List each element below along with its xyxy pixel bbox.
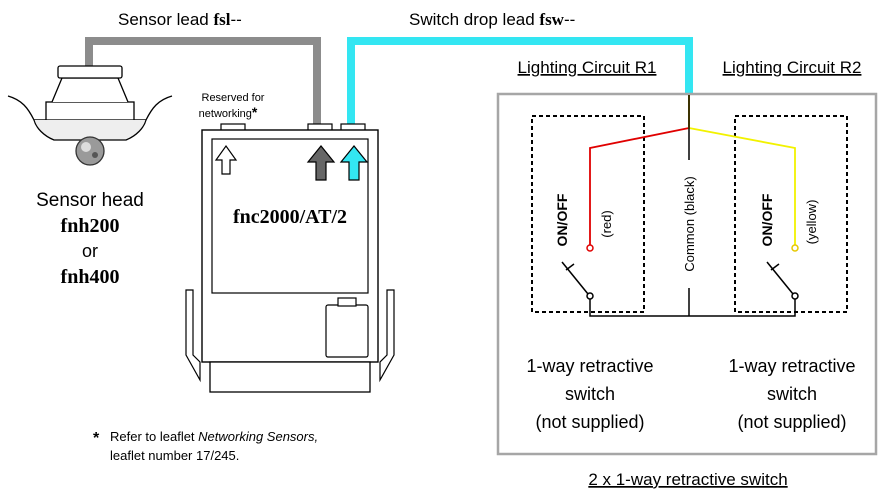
reserved-label-line1: Reserved for [202, 92, 265, 104]
left-switch-box [531, 115, 645, 313]
sensor-arrow-icon [306, 145, 336, 181]
sensor-or-label: or [82, 241, 98, 261]
right-switch-bottom-terminal [791, 292, 799, 300]
sensor-model-a: fnh200 [61, 215, 120, 237]
common-return-wire [589, 297, 796, 317]
right-on-off-label: ON/OFF [759, 193, 775, 246]
right-wire-color-label: (yellow) [804, 200, 819, 245]
left-wire-color-label: (red) [599, 210, 614, 237]
footnote-line1: Refer to leaflet Networking Sensors, [110, 429, 318, 444]
common-label-backing [679, 160, 699, 288]
left-clip [185, 289, 201, 383]
switch-lead-wire [347, 37, 693, 129]
right-switch-desc-line3: (not supplied) [737, 412, 846, 432]
fuse-cap [337, 297, 357, 307]
right-switch-lever [766, 261, 794, 295]
left-switch-lever [561, 261, 589, 295]
fuse-compartment [325, 304, 369, 358]
left-switch-bottom-terminal [586, 292, 594, 300]
right-switch-actuator [770, 263, 780, 271]
controller-label-panel [211, 138, 369, 294]
left-switch-actuator [565, 263, 575, 271]
terminal-block [209, 361, 371, 393]
right-switch-desc-line1: 1-way retractive [728, 356, 855, 376]
left-switch-top-terminal [586, 244, 594, 252]
left-switch-desc-line2: switch [565, 384, 615, 404]
controller-unit: Reserved for networking* fnc2000/AT/2 [185, 92, 395, 393]
right-switch-top-terminal [791, 244, 799, 252]
switch-arrow-icon [339, 145, 369, 181]
sensor-head-icon [7, 65, 173, 166]
diagram-caption: 2 x 1-way retractive switch [588, 470, 787, 489]
left-switch-desc-line1: 1-way retractive [526, 356, 653, 376]
sensor-lead-label: Sensor lead fsl-- [118, 10, 242, 29]
reserved-label-line2: networking* [199, 104, 258, 120]
switch-lead-label: Switch drop lead fsw-- [409, 10, 575, 29]
right-switch-desc-line2: switch [767, 384, 817, 404]
sensor-model-b: fnh400 [61, 266, 120, 288]
controller-model: fnc2000/AT/2 [233, 206, 347, 228]
right-switch-box [734, 115, 848, 313]
circuit-r2-title: Lighting Circuit R2 [723, 58, 862, 77]
circuit-r1-title: Lighting Circuit R1 [518, 58, 657, 77]
sensor-head-label: Sensor head [36, 190, 144, 211]
left-switch-desc-line3: (not supplied) [535, 412, 644, 432]
left-on-off-label: ON/OFF [554, 193, 570, 246]
footnote-mark: * [93, 430, 100, 447]
right-clip [379, 289, 395, 383]
footnote-line2: leaflet number 17/245. [110, 448, 239, 463]
network-arrow-icon [214, 144, 238, 175]
common-wire-label: Common (black) [682, 176, 697, 271]
